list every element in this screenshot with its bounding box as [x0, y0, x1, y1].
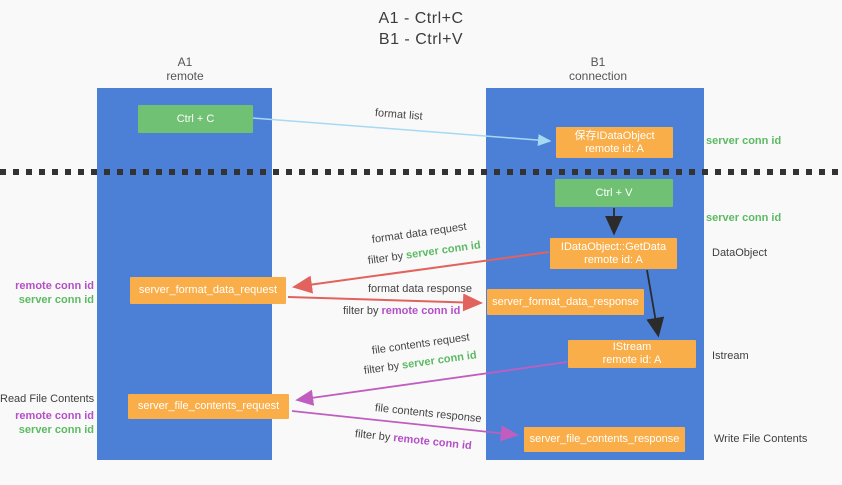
label-istream: Istream	[712, 350, 749, 362]
ctrl-c-label: Ctrl + C	[176, 112, 215, 125]
lane-a-header: A1 remote	[135, 55, 235, 83]
remote-conn-id-keyword: remote conn id	[381, 305, 461, 317]
format-request-label: server_format_data_request	[138, 284, 278, 296]
label-dataobject: DataObject	[712, 247, 768, 259]
title-line-1: A1 - Ctrl+C	[378, 10, 464, 27]
arrow-format-data-response	[287, 293, 483, 312]
node-server-format-data-response: server_format_data_response	[487, 289, 644, 315]
node-idataobject-getdata: IDataObject::GetData remote id: A	[550, 238, 677, 269]
node-ctrl-v: Ctrl + V	[555, 179, 673, 207]
getdata-line2: remote id: A	[584, 253, 643, 266]
conn-id-pair-file: remote conn id server conn id	[0, 409, 94, 437]
node-server-format-data-request: server_format_data_request	[130, 277, 286, 304]
arrow-file-contents-request	[295, 361, 568, 406]
label-server-conn-id-right-2: server conn id	[706, 212, 782, 224]
label-server-conn-id-right-1: server conn id	[706, 135, 782, 147]
label-format-data-response: format data response	[368, 283, 472, 295]
node-server-file-contents-request: server_file_contents_request	[128, 394, 289, 419]
filter-by-text: filter by	[343, 305, 379, 317]
label-server-conn-id-left-1: server conn id	[18, 294, 94, 306]
label-write-file-contents: Write File Contents	[714, 433, 808, 445]
format-response-label: server_format_data_response	[492, 295, 639, 308]
node-save-dataobject: 保存IDataObject remote id: A	[556, 127, 673, 158]
conn-id-pair-format: remote conn id server conn id	[0, 279, 94, 307]
arrow-file-contents-response	[291, 410, 519, 442]
node-istream: IStream remote id: A	[568, 340, 696, 368]
istream-line2: remote id: A	[602, 354, 662, 366]
arrow-format-list	[252, 117, 552, 147]
arrow-getdata-to-istream	[646, 269, 665, 338]
label-server-conn-id-left-2: server conn id	[18, 424, 94, 436]
save-dataobject-line1: 保存IDataObject	[574, 129, 655, 142]
istream-line1: IStream	[612, 341, 652, 353]
lane-a-role: remote	[166, 69, 204, 83]
lane-b-role: connection	[568, 69, 628, 83]
file-response-label: server_file_contents_response	[529, 433, 680, 445]
node-ctrl-c: Ctrl + C	[138, 105, 253, 133]
getdata-line1: IDataObject::GetData	[560, 240, 667, 253]
label-read-file-contents: Read File Contents	[0, 393, 95, 405]
lane-b-header: B1 connection	[545, 55, 651, 83]
save-dataobject-line2: remote id: A	[585, 142, 644, 155]
node-server-file-contents-response: server_file_contents_response	[524, 427, 685, 452]
label-remote-conn-id-left-2: remote conn id	[15, 410, 94, 422]
ctrl-v-label: Ctrl + V	[595, 186, 633, 199]
lane-a-name: A1	[177, 55, 193, 69]
file-request-label: server_file_contents_request	[137, 400, 280, 412]
title-line-2: B1 - Ctrl+V	[378, 31, 464, 48]
arrow-format-data-request	[292, 251, 550, 294]
diagram-title: A1 - Ctrl+C B1 - Ctrl+V	[0, 8, 842, 50]
label-remote-conn-id-left-1: remote conn id	[15, 280, 94, 292]
session-separator-dashed-line	[0, 169, 842, 175]
lane-b-name: B1	[590, 55, 606, 69]
